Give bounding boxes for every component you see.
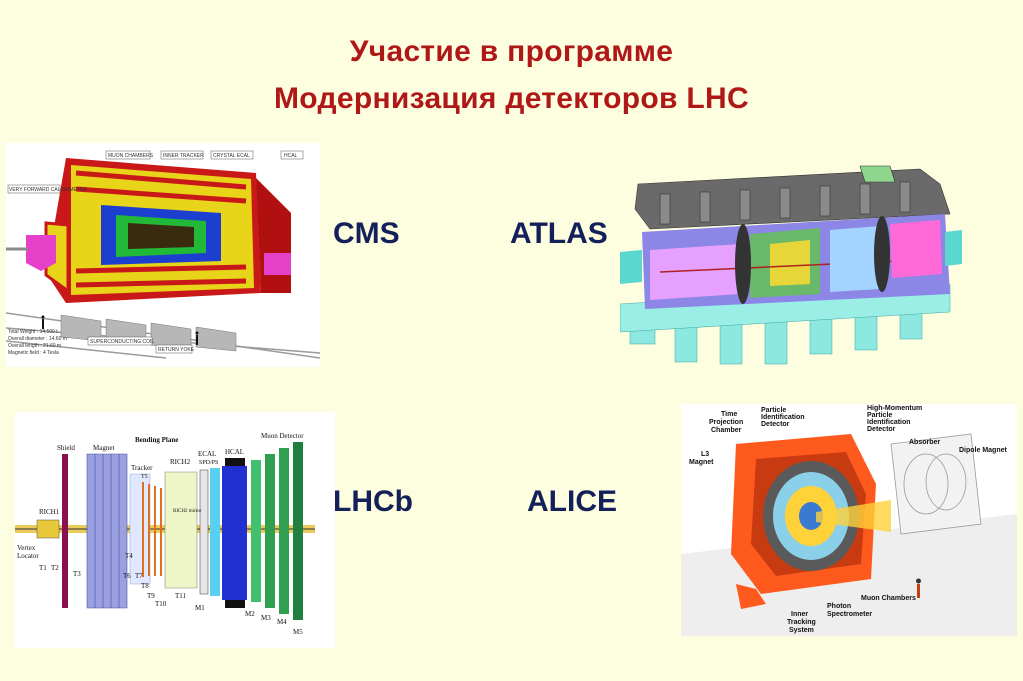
svg-text:Vertex: Vertex: [17, 544, 36, 552]
lhcb-rich2: [164, 471, 198, 589]
lhcb-shield: [62, 454, 68, 608]
svg-text:T5: T5: [141, 474, 148, 480]
svg-text:Spectrometer: Spectrometer: [827, 611, 872, 618]
svg-text:Magnet: Magnet: [689, 459, 714, 466]
svg-text:M4: M4: [277, 618, 287, 626]
svg-text:System: System: [789, 627, 814, 634]
atlas-label: ATLAS: [510, 217, 608, 250]
svg-text:RICH2: RICH2: [170, 458, 191, 466]
svg-text:T4: T4: [125, 552, 133, 560]
svg-text:M1: M1: [195, 604, 205, 612]
cms-barrel: [44, 158, 291, 303]
svg-text:Shield: Shield: [57, 444, 75, 452]
lhcb-calorimeters: [199, 458, 247, 608]
svg-text:Identification: Identification: [761, 414, 805, 421]
cms-label: CMS: [333, 217, 400, 250]
svg-text:Particle: Particle: [761, 407, 786, 414]
svg-text:VERY FORWARD CALORIMETER: VERY FORWARD CALORIMETER: [9, 187, 87, 193]
alice-image-labels: Time Projection Chamber Particle Identif…: [689, 405, 1008, 634]
svg-text:SPD/PS: SPD/PS: [199, 460, 218, 466]
svg-text:T1: T1: [39, 564, 47, 572]
svg-text:M5: M5: [293, 628, 303, 636]
cms-callout-labels: MUON CHAMBERS INNER TRACKER CRYSTAL ECAL…: [7, 150, 304, 354]
svg-text:T2: T2: [51, 564, 59, 572]
svg-text:Locator: Locator: [17, 552, 39, 560]
svg-text:Detector: Detector: [867, 426, 896, 433]
svg-text:Inner: Inner: [791, 611, 808, 618]
svg-text:M3: M3: [261, 614, 271, 622]
svg-text:Identification: Identification: [867, 419, 911, 426]
alice-dipole-magnet: [890, 433, 982, 535]
svg-text:Tracking: Tracking: [787, 619, 816, 626]
svg-text:HCAL: HCAL: [225, 448, 244, 456]
slide-title-line-2: Модернизация детекторов LHC: [274, 82, 749, 115]
lhcb-muon-stations: [251, 442, 303, 620]
lhcb-image-labels: Shield Magnet Bending Plane Muon Detecto…: [17, 432, 304, 636]
cms-specifications: Total Weight : 14,500 t. Overall diamete…: [8, 329, 67, 356]
svg-text:SUPERCONDUCTING COIL: SUPERCONDUCTING COIL: [90, 339, 154, 345]
atlas-barrel: [620, 214, 962, 309]
svg-text:MUON CHAMBERS: MUON CHAMBERS: [108, 153, 154, 159]
svg-text:ECAL: ECAL: [198, 450, 216, 458]
svg-text:M2: M2: [245, 610, 255, 618]
svg-text:Total Weight : 14,500 t.: Total Weight : 14,500 t.: [8, 329, 59, 335]
svg-text:T8: T8: [141, 582, 149, 590]
cms-detector-image: MUON CHAMBERS INNER TRACKER CRYSTAL ECAL…: [6, 143, 320, 367]
svg-text:INNER TRACKER: INNER TRACKER: [163, 153, 204, 159]
slide-title-line-1: Участие в программе: [349, 35, 674, 68]
svg-text:Time: Time: [721, 411, 737, 418]
svg-text:Dipole Magnet: Dipole Magnet: [959, 447, 1008, 454]
svg-text:Muon Chambers: Muon Chambers: [861, 595, 916, 602]
lhcb-label: LHCb: [333, 485, 413, 518]
alice-label: ALICE: [527, 485, 617, 518]
svg-text:T3: T3: [73, 570, 81, 578]
atlas-detector-image: [620, 154, 962, 376]
svg-text:T11: T11: [175, 592, 187, 600]
svg-text:T7: T7: [135, 572, 143, 580]
svg-text:Chamber: Chamber: [711, 427, 742, 434]
svg-text:Bending Plane: Bending Plane: [135, 436, 178, 444]
lhcb-vertex-locator: [36, 519, 60, 539]
svg-text:Magnetic field : 4 Tesla: Magnetic field : 4 Tesla: [8, 350, 59, 356]
svg-text:L3: L3: [701, 451, 709, 458]
svg-text:CRYSTAL ECAL: CRYSTAL ECAL: [213, 153, 250, 159]
svg-text:Overall diameter : 14.60 m: Overall diameter : 14.60 m: [8, 336, 67, 342]
svg-text:T9: T9: [147, 592, 155, 600]
svg-text:Detector: Detector: [761, 421, 790, 428]
svg-text:Absorber: Absorber: [909, 439, 940, 446]
svg-text:RICH2 mirror: RICH2 mirror: [173, 509, 202, 514]
lhcb-magnet: [86, 453, 128, 609]
atlas-toroid-frame: [634, 165, 951, 230]
lhcb-tracker: [129, 473, 162, 585]
svg-text:RICH1: RICH1: [39, 508, 60, 516]
svg-text:RETURN YOKE: RETURN YOKE: [158, 347, 195, 353]
cms-endcaps: [6, 235, 291, 275]
svg-text:Projection: Projection: [709, 419, 743, 426]
svg-text:Photon: Photon: [827, 603, 851, 610]
lhcb-detector-image: Shield Magnet Bending Plane Muon Detecto…: [15, 412, 335, 648]
svg-text:High-Momentum: High-Momentum: [867, 405, 922, 412]
alice-detector-image: Time Projection Chamber Particle Identif…: [681, 404, 1017, 636]
svg-text:HCAL: HCAL: [284, 153, 298, 159]
svg-text:Particle: Particle: [867, 412, 892, 419]
alice-l3-magnet: [731, 434, 891, 609]
svg-text:Muon Detector: Muon Detector: [261, 432, 304, 440]
person-figure: [41, 315, 199, 345]
svg-text:Magnet: Magnet: [93, 444, 114, 452]
svg-text:T6: T6: [123, 572, 131, 580]
person-figure: [916, 578, 921, 598]
svg-text:Tracker: Tracker: [131, 464, 153, 472]
svg-text:Overall length : 21.60 m: Overall length : 21.60 m: [8, 343, 61, 349]
svg-text:T10: T10: [155, 600, 167, 608]
